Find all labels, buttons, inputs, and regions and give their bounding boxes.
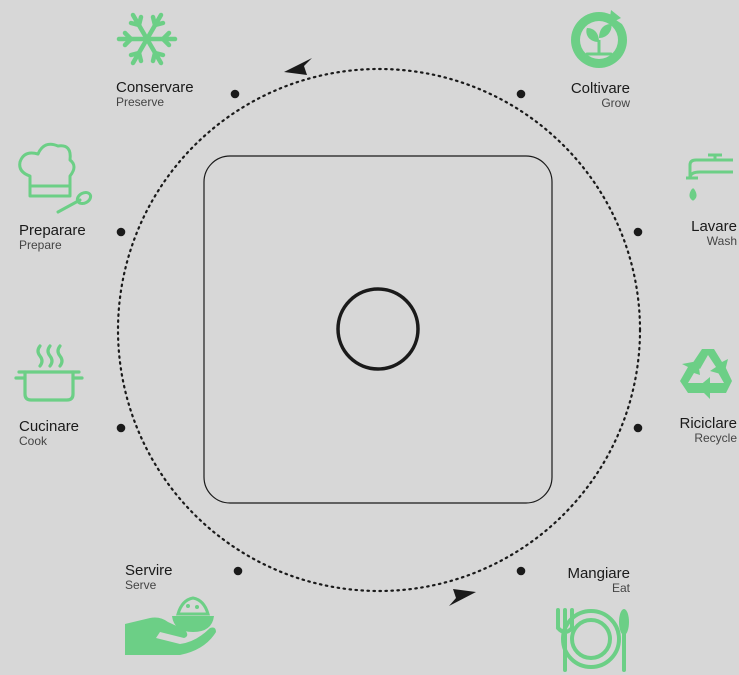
stage-conservare: Conservare Preserve — [116, 80, 194, 108]
stage-label-italian: Servire — [125, 562, 173, 579]
stage-label-italian: Coltivare — [570, 80, 630, 97]
stage-label-italian: Cucinare — [19, 418, 80, 435]
center-ring — [336, 287, 420, 371]
serving-hand-icon — [125, 596, 216, 655]
stage-label-english: Serve — [125, 577, 157, 592]
stage-label-english: Grow — [601, 95, 630, 110]
cooking-pot-icon — [14, 344, 84, 402]
stage-label-english: Prepare — [19, 237, 62, 252]
top-arrowhead — [284, 58, 312, 75]
node-dots — [116, 89, 643, 576]
plate-cutlery-icon — [556, 608, 629, 672]
stage-riciclare: Riciclare Recycle — [679, 416, 737, 444]
stage-lavare: Lavare Wash — [691, 219, 737, 247]
node-dot-lavare — [633, 227, 643, 237]
stage-label-english: Preserve — [116, 94, 165, 109]
stage-label-english: Wash — [706, 233, 737, 248]
node-dot-coltivare — [516, 89, 526, 99]
node-dot-preparare — [116, 227, 126, 237]
stage-preparare: Preparare Prepare — [19, 223, 86, 251]
stage-label-english: Recycle — [694, 430, 737, 445]
stage-label-italian: Conservare — [116, 79, 194, 96]
cycle-path — [116, 67, 642, 593]
stage-cucinare: Cucinare Cook — [19, 419, 79, 447]
stage-coltivare: Coltivare Grow — [571, 81, 630, 109]
center-panel — [203, 155, 553, 504]
stage-label-italian: Preparare — [19, 222, 86, 239]
recycle-icon — [680, 349, 732, 399]
stage-label-italian: Lavare — [691, 218, 737, 235]
stage-label-english: Cook — [19, 433, 48, 448]
node-dot-servire — [233, 566, 243, 576]
snowflake-icon — [116, 12, 178, 66]
bottom-arrowhead — [449, 589, 476, 606]
node-dot-cucinare — [116, 423, 126, 433]
stage-label-english: Eat — [611, 580, 630, 595]
stage-label-italian: Riciclare — [679, 415, 737, 432]
node-dot-conservare — [230, 89, 240, 99]
node-dot-riciclare — [633, 423, 643, 433]
stage-servire: Servire Serve — [125, 563, 173, 591]
faucet-icon — [686, 153, 733, 201]
stage-mangiare: Mangiare Eat — [567, 566, 630, 594]
chef-hat-icon — [18, 142, 93, 214]
node-dot-mangiare — [516, 566, 526, 576]
grow-icon — [571, 10, 627, 68]
stage-label-italian: Mangiare — [567, 565, 630, 582]
